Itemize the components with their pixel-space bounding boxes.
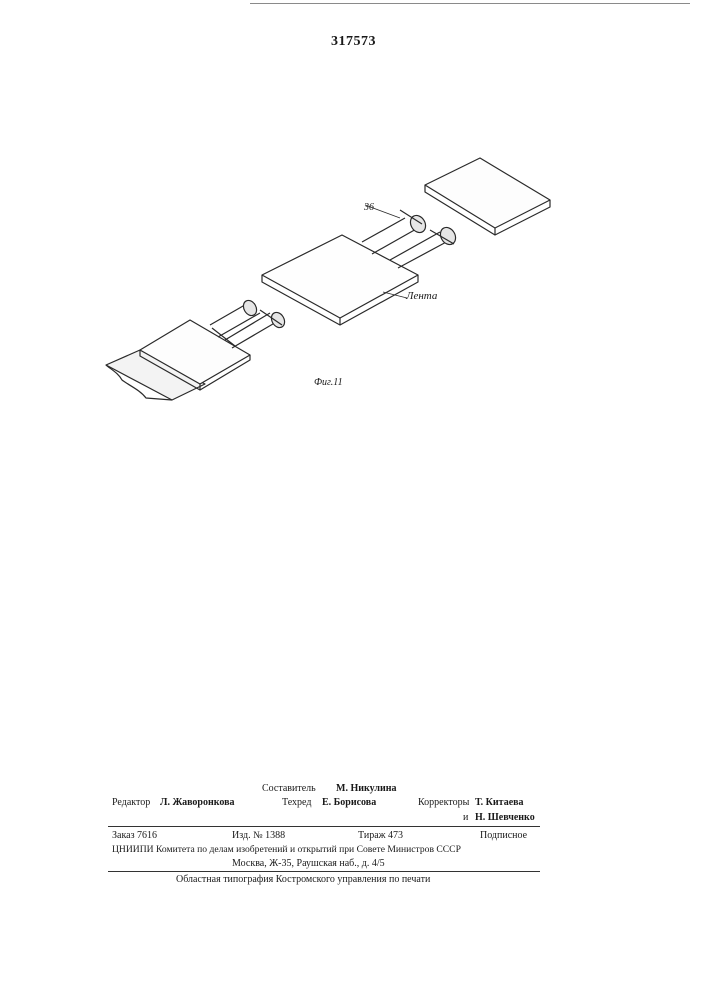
order-number: Заказ 7616 (112, 830, 157, 841)
center-pad (262, 235, 418, 318)
print-run: Тираж 473 (358, 830, 403, 841)
correctors-role: Корректоры (418, 797, 469, 808)
subscription: Подписное (480, 830, 527, 841)
organization-line: ЦНИИПИ Комитета по делам изобретений и о… (112, 844, 461, 855)
compiler-name: М. Никулина (336, 783, 396, 794)
callout-36: 36 (364, 202, 374, 213)
edition-number: Изд. № 1388 (232, 830, 285, 841)
editor-role: Редактор (112, 797, 150, 808)
tape-drawing (100, 150, 570, 410)
corrector-and: и (463, 812, 468, 823)
top-rule (250, 3, 690, 4)
callout-tape: Лента (406, 290, 437, 302)
patent-number: 317573 (0, 34, 707, 50)
compiler-role: Составитель (262, 783, 316, 794)
corrector-2: Н. Шевченко (475, 812, 535, 823)
corrector-1: Т. Китаева (475, 797, 524, 808)
editor-name: Л. Жаворонкова (160, 797, 235, 808)
divider-bottom (108, 871, 540, 872)
end-pad-right (425, 158, 550, 228)
divider-top (108, 826, 540, 827)
address-line: Москва, Ж-35, Раушская наб., д. 4/5 (232, 858, 385, 869)
figure-caption: Фиг.11 (314, 377, 343, 388)
techeditor-role: Техред (282, 797, 311, 808)
techeditor-name: Е. Борисова (322, 797, 376, 808)
printer-line: Областная типография Костромского управл… (176, 874, 430, 885)
